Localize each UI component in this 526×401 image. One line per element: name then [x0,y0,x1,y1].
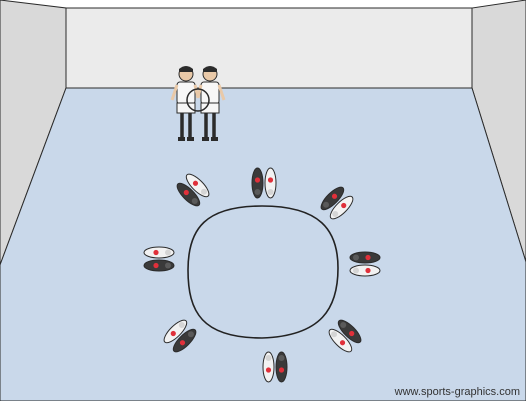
shoe [350,252,380,263]
shoe [276,352,287,382]
shoe [252,168,263,198]
shoe [265,168,276,198]
back-wall [66,8,472,88]
shoe [263,352,274,382]
shoe [144,260,174,271]
shoe [144,247,174,258]
watermark: www.sports-graphics.com [395,386,520,398]
shoe [350,265,380,276]
floor [0,88,526,401]
